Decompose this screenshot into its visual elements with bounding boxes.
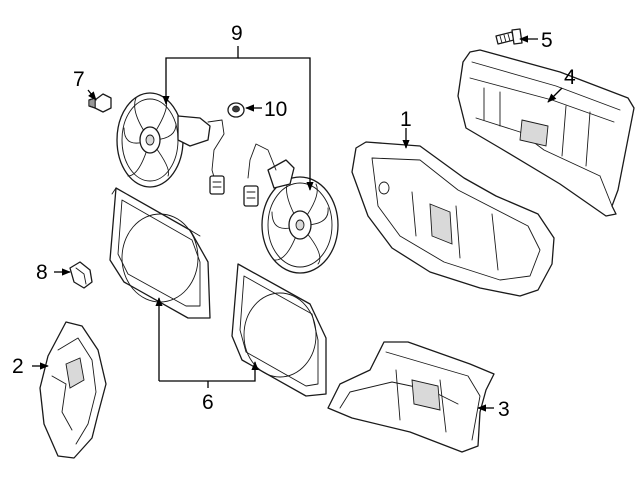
callout-4: 4 <box>564 66 576 89</box>
callout-5: 5 <box>541 29 553 52</box>
fan-shroud-right-part-6 <box>231 263 327 397</box>
callout-6: 6 <box>202 391 214 414</box>
callout-2: 2 <box>12 355 24 378</box>
bolt-part-5 <box>495 28 523 45</box>
callout-9: 9 <box>231 22 243 45</box>
fan-motor-upper-part-9 <box>116 92 225 195</box>
upper-shroud-part-4 <box>457 49 635 217</box>
air-deflector-part-2 <box>39 321 107 459</box>
callout-7: 7 <box>73 68 85 91</box>
radiator-panel-part-1 <box>351 141 555 297</box>
fan-shroud-left-part-6 <box>109 187 211 319</box>
bolt-part-7 <box>88 93 112 113</box>
air-duct-part-3 <box>327 341 495 453</box>
callout-10: 10 <box>264 98 287 121</box>
fan-motor-lower-part-9 <box>243 143 339 274</box>
callout-1: 1 <box>400 108 412 131</box>
callout-labels: 1 2 3 4 5 6 7 8 9 10 <box>12 22 576 421</box>
callout-3: 3 <box>498 398 510 421</box>
callout-8: 8 <box>36 261 48 284</box>
leader-lines <box>32 35 563 412</box>
clip-part-8 <box>69 261 93 289</box>
grommet-part-10 <box>227 102 245 118</box>
